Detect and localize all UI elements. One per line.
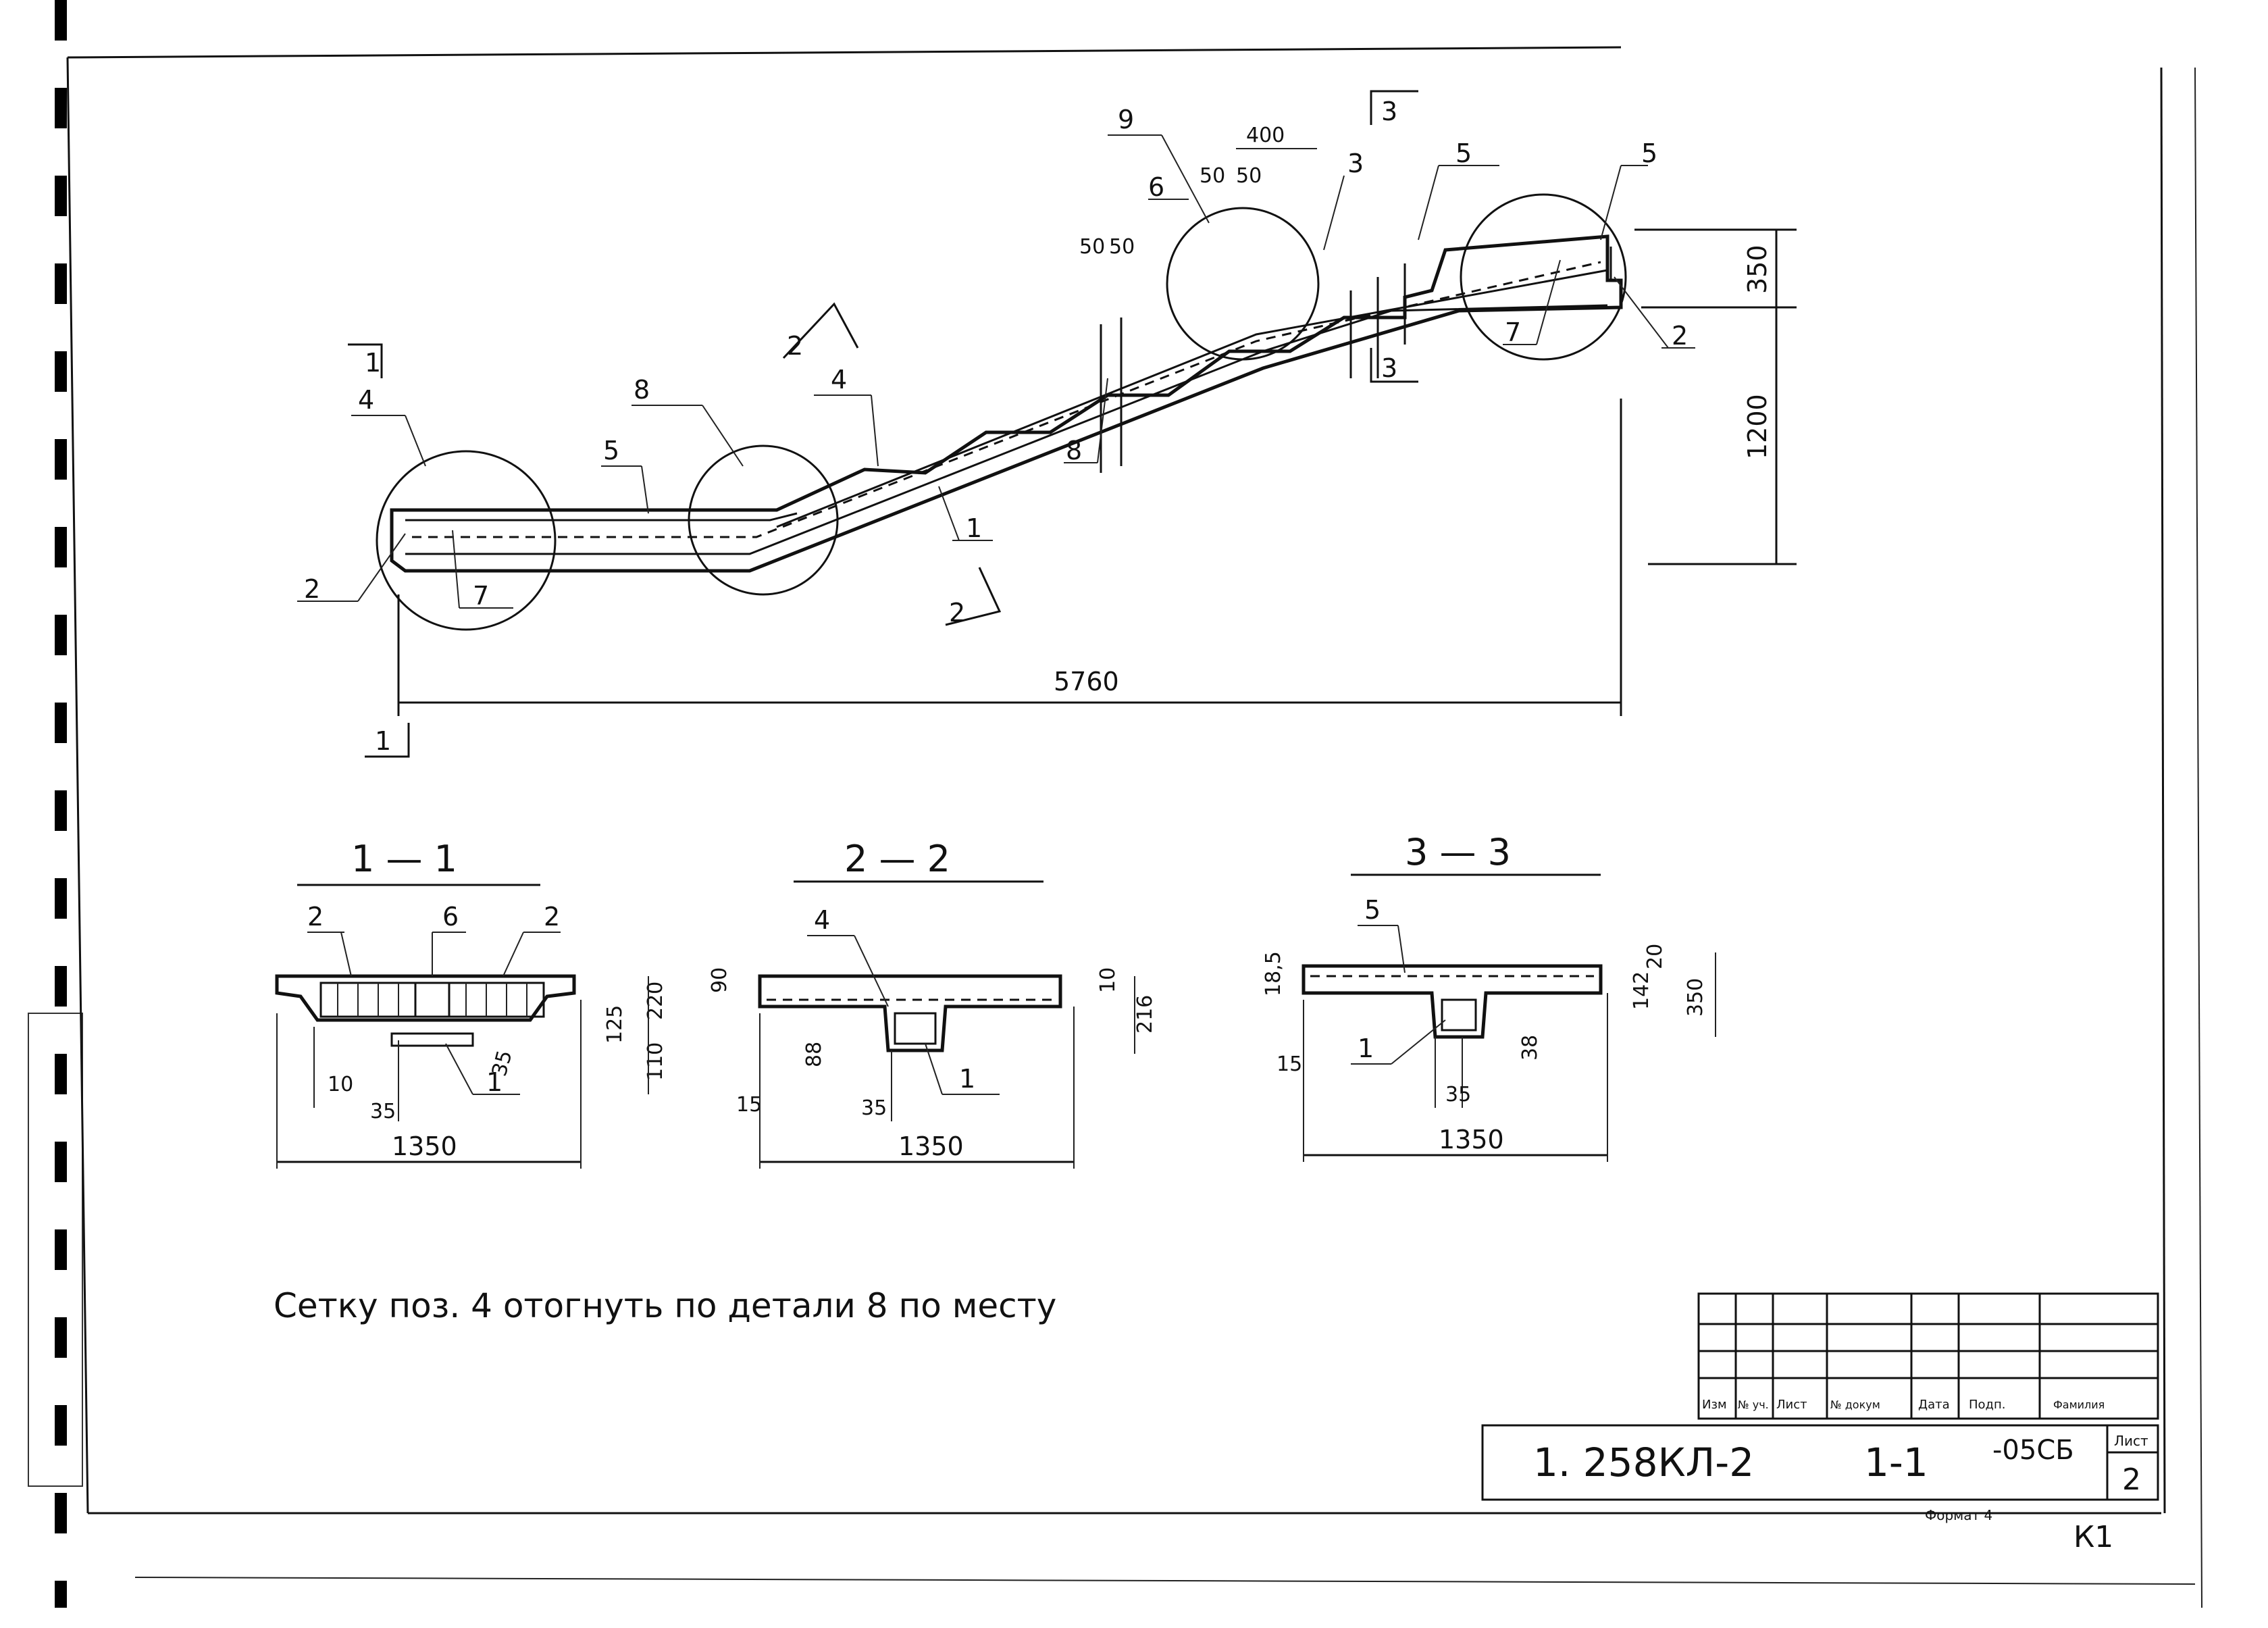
sheet-label: Лист xyxy=(2114,1433,2148,1449)
dim-slab-height: 350 xyxy=(1743,245,1772,294)
callouts: 9 6 3 5 5 2 7 8 4 5 8 1 2 7 xyxy=(297,105,1695,611)
corner-mark: К1 xyxy=(2073,1520,2113,1554)
dim: 350 xyxy=(1684,978,1707,1017)
header-cell: Дата xyxy=(1918,1398,1950,1412)
section-mark: 1 xyxy=(365,348,381,378)
title-block: Изм № уч. Лист № докум Дата Подп. Фамили… xyxy=(1481,1292,2159,1554)
callout-3: 3 xyxy=(1347,149,1364,178)
dim: 35 xyxy=(1445,1083,1471,1106)
callout-7: 7 xyxy=(1505,317,1521,347)
section-title: 1 — 1 xyxy=(351,838,457,880)
dim-50: 50 xyxy=(1236,164,1262,188)
callout-2: 2 xyxy=(307,902,324,932)
section-title: 2 — 2 xyxy=(844,838,950,880)
dim-width: 1350 xyxy=(1439,1125,1504,1154)
dim: 220 xyxy=(644,982,667,1020)
callout-5: 5 xyxy=(1455,138,1472,168)
section-mark: 2 xyxy=(949,598,965,628)
dim-50: 50 xyxy=(1079,235,1105,259)
dim: 10 xyxy=(328,1073,353,1096)
detail-circle xyxy=(688,444,839,596)
callout-1: 1 xyxy=(959,1064,975,1094)
header-cell: Лист xyxy=(1776,1398,1807,1412)
detail-circle xyxy=(1166,207,1320,361)
section-title: 3 — 3 xyxy=(1405,831,1511,873)
dim: 35 xyxy=(861,1096,887,1120)
callout-6: 6 xyxy=(1148,172,1164,202)
callout-8: 8 xyxy=(634,375,650,405)
callout-9: 9 xyxy=(1118,105,1134,134)
dim: 38 xyxy=(1518,1035,1542,1061)
header-cell: Фамилия xyxy=(2053,1398,2105,1411)
stair-flight-view: 5760 350 1200 400 50 50 50 50 9 6 3 5 5 … xyxy=(297,90,1797,758)
sheet-number: 2 xyxy=(2122,1462,2141,1497)
section-3-3: 3 — 3 1350 5 1 18,5 20 142 350 15 38 35 xyxy=(1262,831,1716,1162)
dim: 35 xyxy=(488,1048,517,1079)
drawing-code: 1. 258КЛ-2 xyxy=(1533,1440,1754,1485)
header-cell: № докум xyxy=(1830,1398,1880,1411)
dim: 35 xyxy=(370,1100,396,1123)
dim-overall-length: 5760 xyxy=(1054,667,1119,696)
binding-margin xyxy=(28,0,83,1608)
sheet-mark: 1-1 xyxy=(1864,1440,1928,1485)
dim: 90 xyxy=(708,967,731,993)
section-mark: 2 xyxy=(787,331,803,361)
section-mark: 3 xyxy=(1381,353,1397,383)
callout-2: 2 xyxy=(1672,321,1688,351)
dim: 18,5 xyxy=(1262,951,1285,996)
callout-4: 4 xyxy=(831,365,847,395)
section-mark: 1 xyxy=(375,726,391,756)
assembly-note: Сетку поз. 4 отогнуть по детали 8 по мес… xyxy=(274,1286,1056,1325)
callout-1: 1 xyxy=(1358,1034,1374,1063)
dim-width: 1350 xyxy=(898,1131,964,1161)
header-cell: Изм xyxy=(1702,1398,1727,1412)
detail-circle xyxy=(376,450,557,631)
callout-1: 1 xyxy=(486,1067,502,1097)
callout-6: 6 xyxy=(442,902,459,932)
format-label: Формат 4 xyxy=(1925,1507,1992,1523)
callout-2: 2 xyxy=(544,902,560,932)
dim: 142 xyxy=(1630,971,1653,1010)
callout-2: 2 xyxy=(304,574,320,604)
doc-suffix: -05СБ xyxy=(1992,1435,2074,1466)
dim: 125 xyxy=(603,1005,627,1044)
reinforcement-lines xyxy=(405,247,1612,555)
dim-400: 400 xyxy=(1246,124,1285,147)
dim: 20 xyxy=(1643,944,1667,969)
dim: 15 xyxy=(736,1093,762,1117)
header-cell: № уч. xyxy=(1738,1398,1769,1411)
callout-7: 7 xyxy=(473,581,489,611)
section-markers: 1 1 2 2 3 3 xyxy=(348,90,1418,758)
dim-upper-height: 1200 xyxy=(1743,394,1772,459)
header-cell: Подп. xyxy=(1969,1398,2005,1412)
callout-4: 4 xyxy=(814,905,830,935)
dim-width: 1350 xyxy=(392,1131,457,1161)
section-1-1: 1 — 1 1350 2 6 2 1 220 125 110 10 35 35 xyxy=(275,838,667,1169)
dim-50: 50 xyxy=(1109,235,1135,259)
callout-8: 8 xyxy=(1066,436,1082,465)
dim-50: 50 xyxy=(1200,164,1225,188)
dim: 15 xyxy=(1277,1052,1302,1076)
callout-5: 5 xyxy=(1364,895,1381,925)
detail-circle xyxy=(1460,193,1627,361)
dim: 10 xyxy=(1096,967,1120,993)
dim: 216 xyxy=(1133,995,1157,1034)
dim: 110 xyxy=(644,1042,667,1081)
section-2-2: 2 — 2 1350 4 1 90 10 216 88 15 35 xyxy=(708,838,1157,1169)
dim: 88 xyxy=(802,1042,826,1067)
callout-5: 5 xyxy=(603,436,619,465)
section-mark: 3 xyxy=(1381,97,1397,126)
callout-1: 1 xyxy=(966,513,982,543)
drawing-frame xyxy=(66,46,2202,1608)
callout-4: 4 xyxy=(358,385,374,415)
callout-5: 5 xyxy=(1641,138,1657,168)
